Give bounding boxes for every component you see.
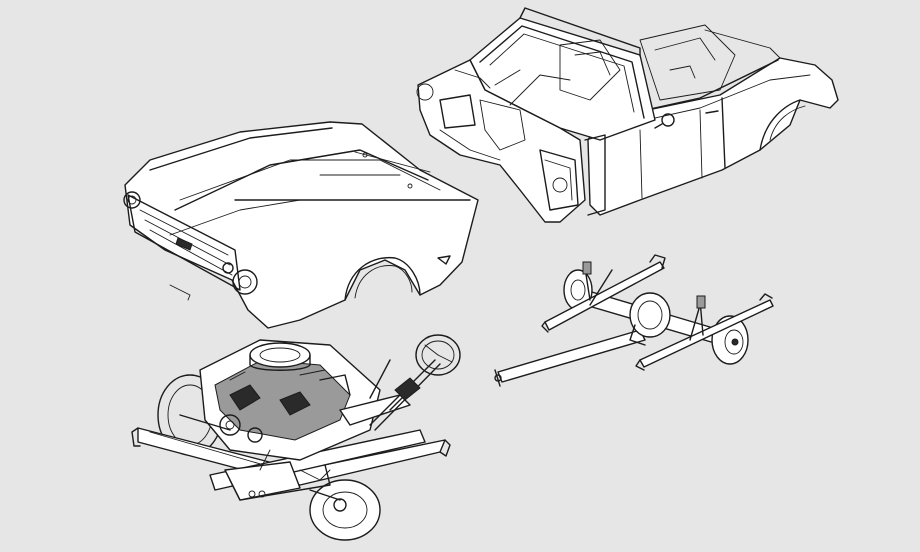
engine-front-subframe-icon: [131, 334, 461, 541]
front-end-sheet-metal-icon: [123, 121, 479, 329]
rear-axle-assembly-icon: [494, 254, 774, 387]
convertible-body-shell-icon: [416, 7, 839, 223]
